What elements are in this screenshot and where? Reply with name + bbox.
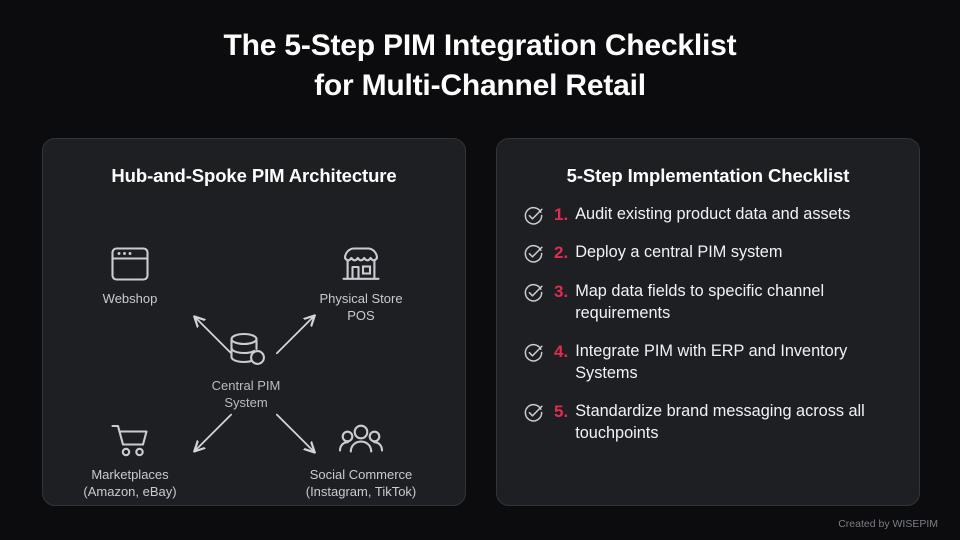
implementation-checklist: 1. Audit existing product data and asset… [497, 187, 919, 445]
check-circle-icon [524, 206, 543, 225]
diagram-node-marketplaces: Marketplaces (Amazon, eBay) [55, 419, 205, 500]
users-group-icon [286, 419, 436, 461]
checklist-item-number: 5. [554, 401, 569, 421]
checklist-item-text: Audit existing product data and assets [575, 205, 851, 223]
diagram-node-social-commerce: Social Commerce (Instagram, TikTok) [286, 419, 436, 500]
shopping-cart-icon [55, 419, 205, 461]
check-circle-icon [524, 245, 543, 264]
checklist-item[interactable]: 4. Integrate PIM with ERP and Inventory … [523, 340, 893, 385]
database-icon [171, 330, 321, 372]
check-circle-icon [524, 403, 543, 422]
checklist-item-text: Map data fields to specific channel requ… [575, 281, 825, 323]
diagram-node-physical-store-label: Physical Store POS [319, 291, 403, 324]
diagram-node-webshop-label: Webshop [102, 291, 158, 306]
checklist-item-text: Integrate PIM with ERP and Inventory Sys… [575, 341, 848, 383]
page-title: The 5-Step PIM Integration Checklist for… [0, 0, 960, 105]
checklist-item-number: 4. [554, 341, 569, 361]
checklist-panel-title: 5-Step Implementation Checklist [566, 165, 850, 186]
browser-window-icon [55, 243, 205, 285]
diagram-node-marketplaces-label: Marketplaces (Amazon, eBay) [83, 467, 177, 500]
title-line-1: The 5-Step PIM Integration Checklist [223, 29, 737, 62]
checklist-item[interactable]: 2. Deploy a central PIM system [523, 241, 893, 264]
diagram-node-central-pim-label: Central PIM System [211, 378, 281, 411]
checklist-item[interactable]: 5. Standardize brand messaging across al… [523, 400, 893, 445]
check-circle-icon [524, 343, 543, 362]
title-line-2: for Multi-Channel Retail [314, 68, 646, 102]
checklist-item-text: Deploy a central PIM system [575, 243, 783, 262]
checklist-item-text: Standardize brand messaging across all t… [575, 401, 865, 443]
panels-container: Hub-and-Spoke PIM Architecture [42, 138, 920, 506]
footer-credit: Created by WISEPIM [838, 518, 938, 530]
checklist-item[interactable]: 1. Audit existing product data and asset… [523, 203, 893, 226]
diagram-node-physical-store: Physical Store POS [286, 243, 436, 324]
diagram-node-webshop: Webshop [55, 243, 205, 307]
architecture-panel: Hub-and-Spoke PIM Architecture [42, 138, 466, 506]
storefront-icon [286, 243, 436, 285]
checklist-item[interactable]: 3. Map data fields to specific channel r… [523, 280, 893, 325]
hub-and-spoke-diagram: Webshop Physical Store POS [43, 187, 465, 499]
diagram-node-social-commerce-label: Social Commerce (Instagram, TikTok) [305, 467, 417, 500]
checklist-panel: 5-Step Implementation Checklist 1. Audit… [496, 138, 920, 506]
check-circle-icon [524, 283, 543, 302]
architecture-panel-title: Hub-and-Spoke PIM Architecture [111, 165, 397, 186]
checklist-item-number: 3. [554, 281, 569, 301]
checklist-item-number: 2. [554, 243, 569, 263]
diagram-node-central-pim: Central PIM System [171, 330, 321, 411]
checklist-item-number: 1. [554, 205, 569, 224]
